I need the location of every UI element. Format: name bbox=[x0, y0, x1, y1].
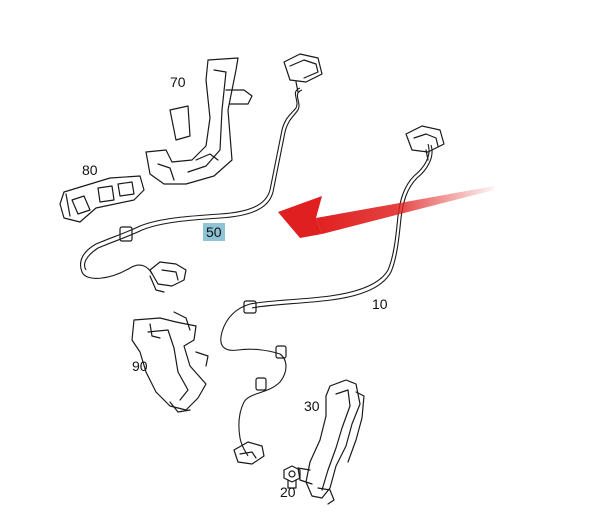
sensor-10 bbox=[233, 441, 265, 465]
grommet-icon bbox=[119, 226, 133, 242]
cable-10 bbox=[220, 143, 433, 457]
grommet-icon bbox=[275, 345, 287, 359]
bracket-90 bbox=[131, 311, 209, 413]
label-70: 70 bbox=[170, 74, 186, 90]
pointer-arrow bbox=[278, 186, 494, 238]
label-20: 20 bbox=[280, 484, 296, 500]
sensor-50 bbox=[149, 261, 187, 293]
cable-50 bbox=[79, 87, 303, 279]
grommet-icon bbox=[255, 377, 267, 391]
label-90: 90 bbox=[132, 358, 148, 374]
bolt-20 bbox=[283, 465, 301, 489]
bracket-80 bbox=[59, 175, 145, 223]
label-50-highlighted[interactable]: 50 bbox=[203, 223, 225, 241]
label-80: 80 bbox=[82, 162, 98, 178]
grommet-icon bbox=[243, 300, 257, 314]
connector-50-top bbox=[283, 53, 323, 93]
bracket-70 bbox=[145, 57, 253, 185]
bracket-30 bbox=[297, 379, 365, 505]
connector-10-top bbox=[405, 125, 445, 161]
label-10: 10 bbox=[372, 296, 388, 312]
label-30: 30 bbox=[304, 398, 320, 414]
